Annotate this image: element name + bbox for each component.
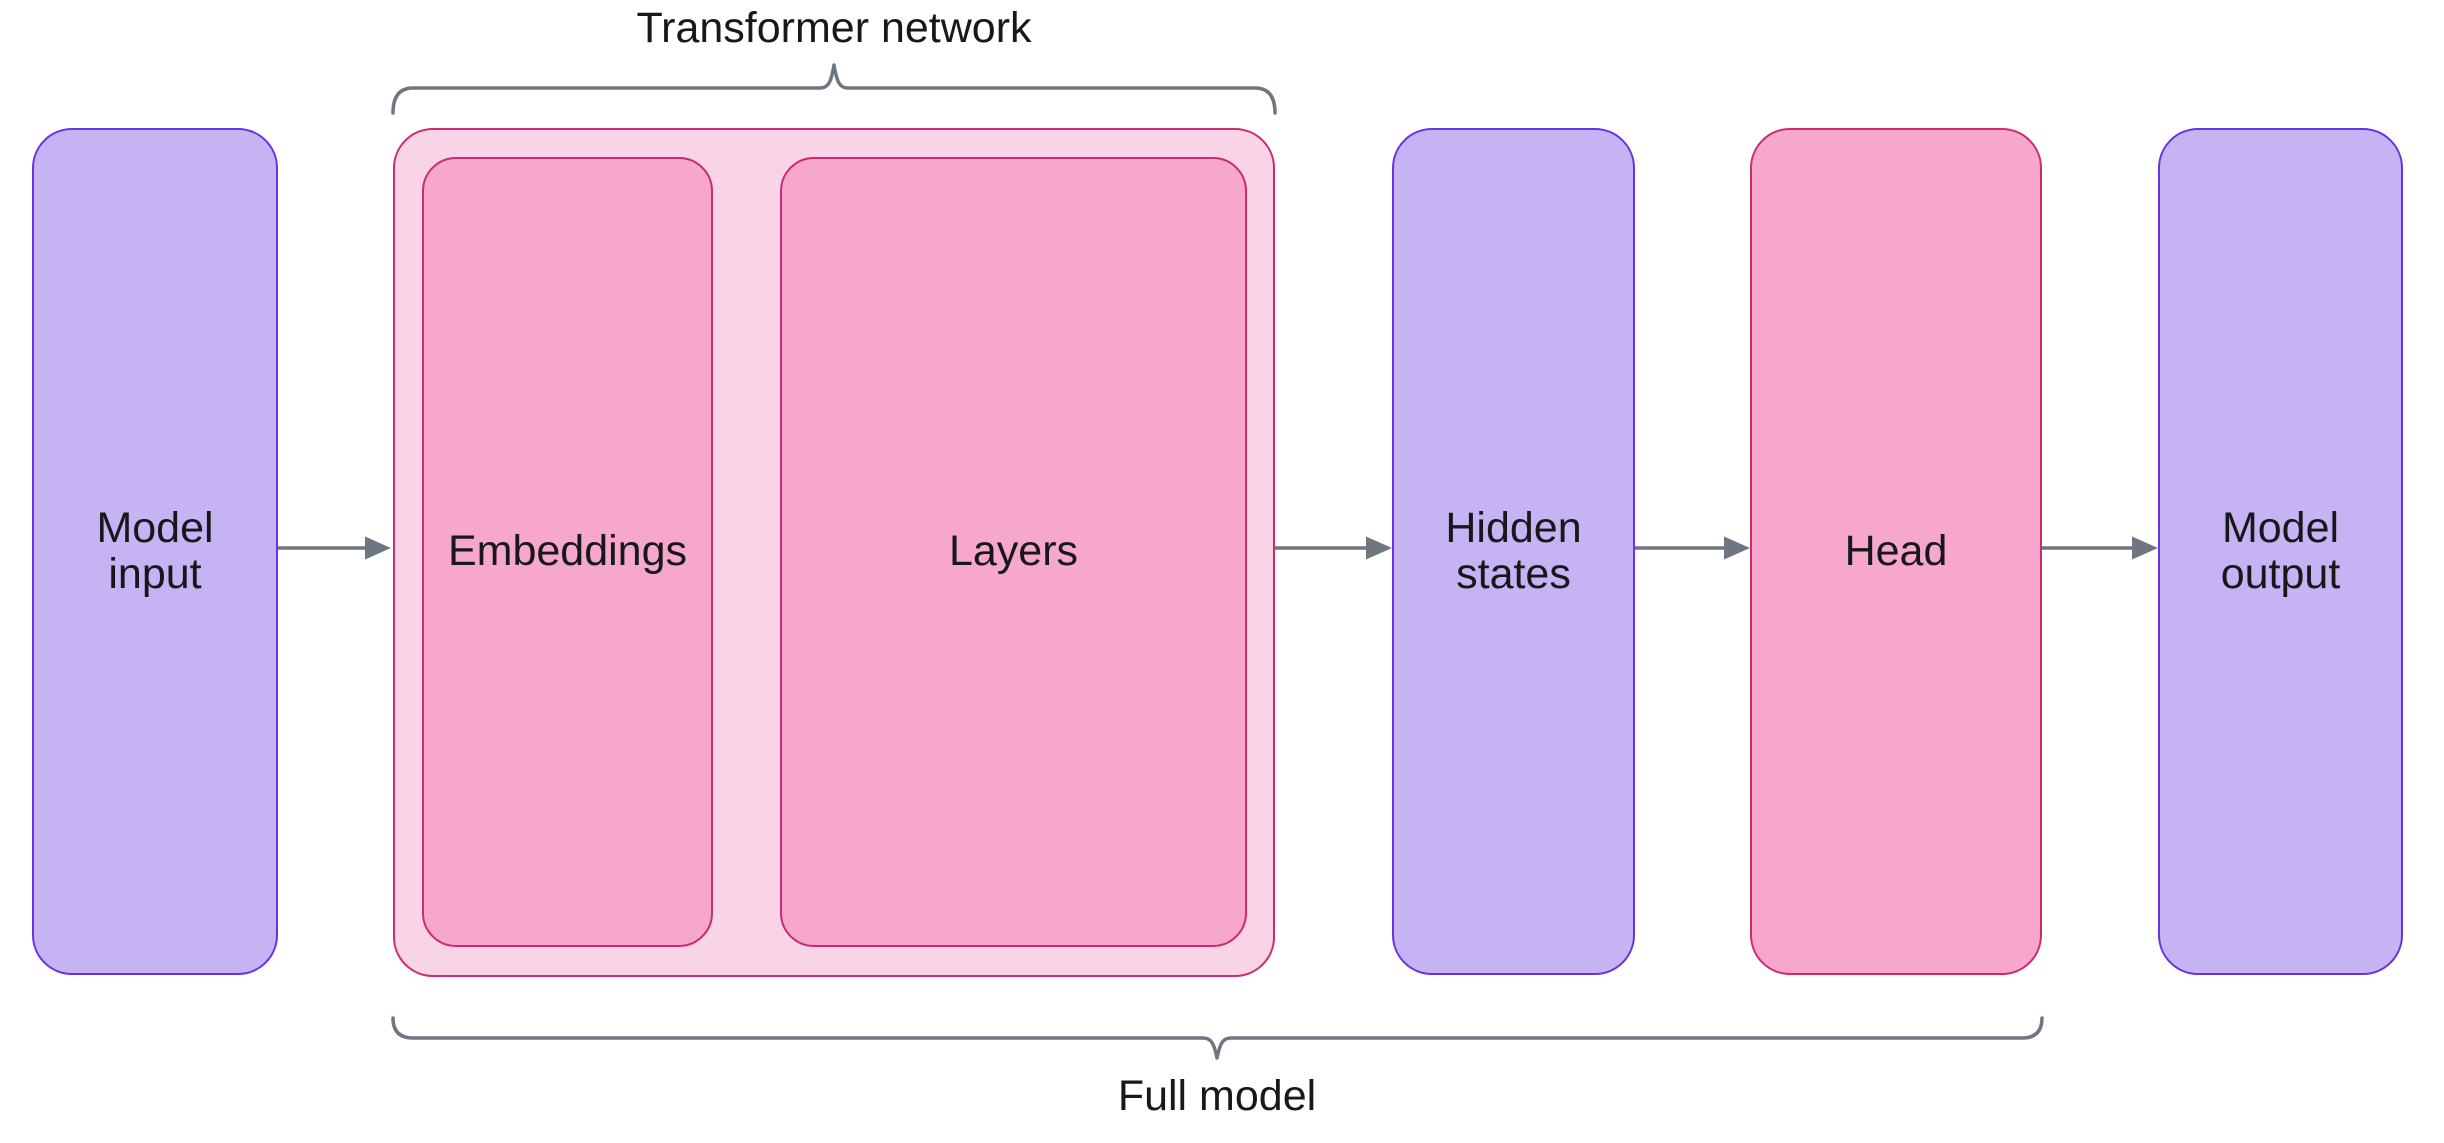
hidden-states-box: Hidden states — [1392, 128, 1635, 975]
model-input-box: Model input — [32, 128, 278, 975]
arrow-hidden-states-to-head — [1635, 536, 1750, 560]
model-output-label-line1: Model — [2221, 503, 2340, 552]
head-label: Head — [1844, 526, 1948, 575]
full-model-brace — [391, 1016, 2044, 1060]
arrowhead-icon — [1366, 536, 1392, 560]
hidden-states-label-line2: states — [1456, 549, 1571, 598]
head-box: Head — [1750, 128, 2042, 975]
hidden-states-label-line1: Hidden — [1445, 503, 1582, 552]
embeddings-box: Embeddings — [422, 157, 713, 947]
model-output-label-line2: output — [2220, 549, 2341, 598]
arrowhead-icon — [1724, 536, 1750, 560]
caption-full-model: Full model — [1117, 1072, 1317, 1120]
model-input-label-line1: Model — [96, 503, 214, 552]
arrowhead-icon — [2132, 536, 2158, 560]
embeddings-label: Embeddings — [447, 527, 688, 576]
layers-label: Layers — [948, 527, 1079, 576]
model-output-box: Model output — [2158, 128, 2403, 975]
arrow-input-to-transformer — [278, 536, 391, 560]
model-input-label-line2: input — [108, 549, 202, 598]
layers-box: Layers — [780, 157, 1247, 947]
arrow-head-to-output — [2042, 536, 2158, 560]
transformer-network-brace — [391, 63, 1277, 115]
caption-transformer-network: Transformer network — [636, 4, 1032, 52]
arrow-transformer-to-hidden-states — [1275, 536, 1392, 560]
arrowhead-icon — [365, 536, 391, 560]
